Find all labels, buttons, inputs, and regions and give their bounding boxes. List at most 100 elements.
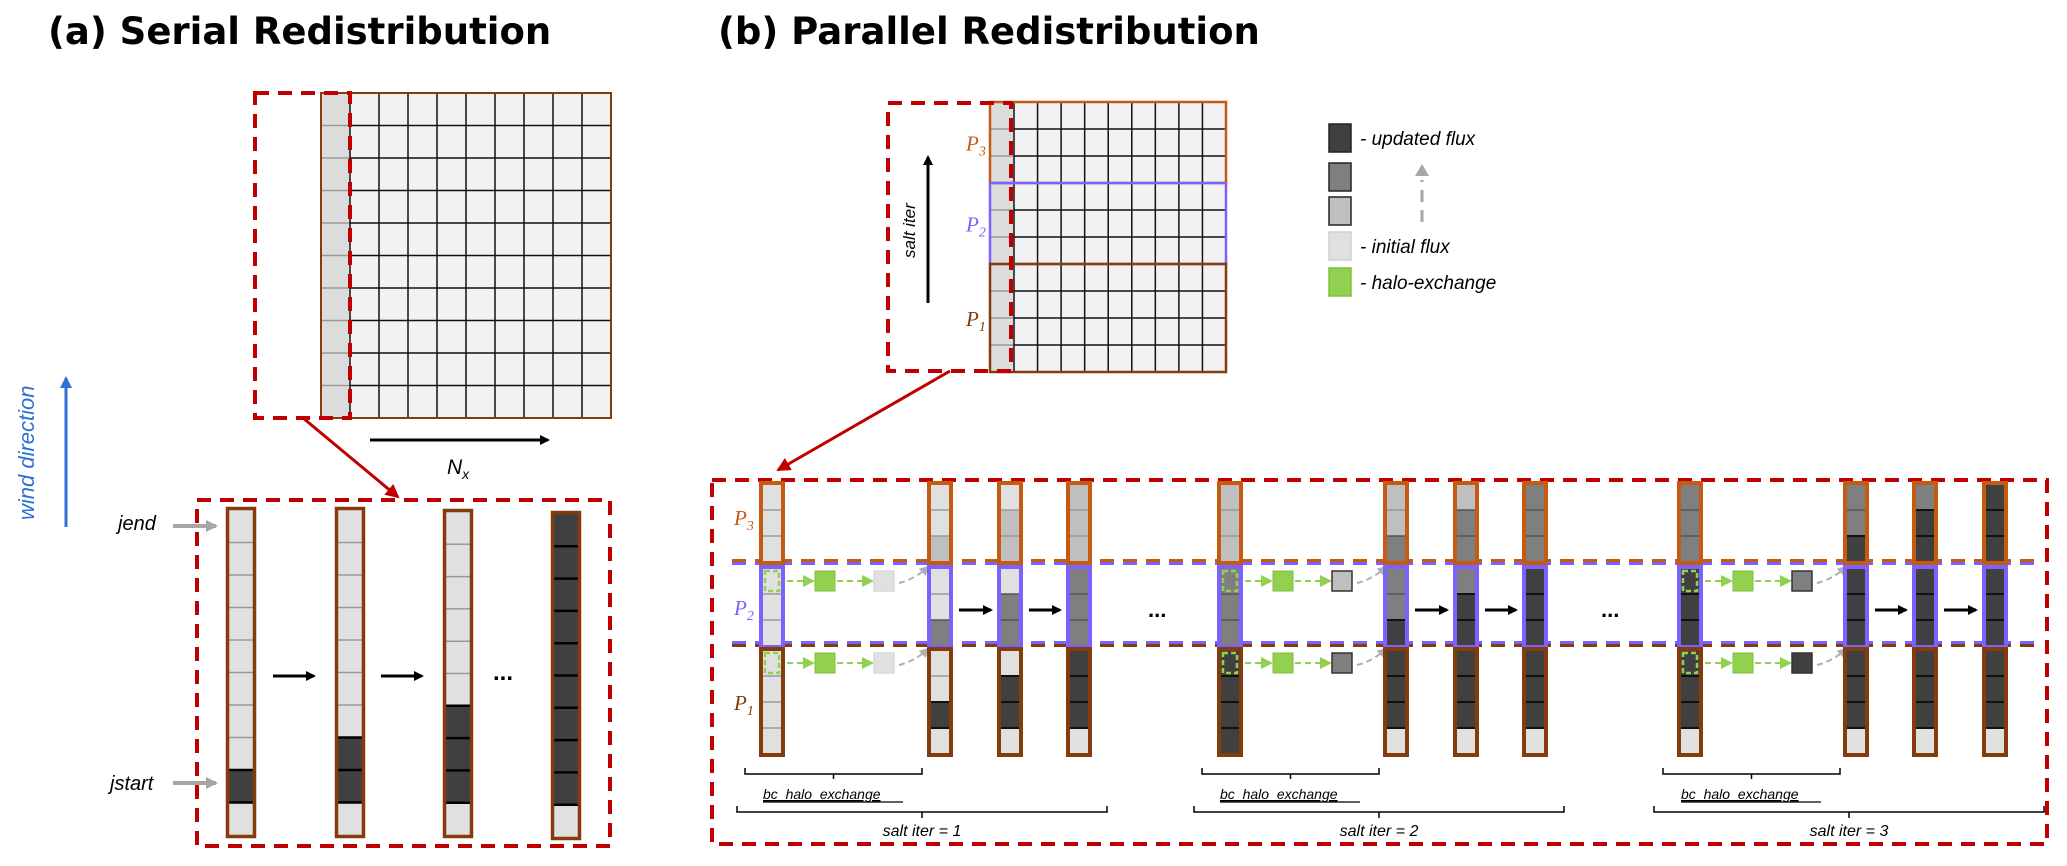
- halo-received-cell: [1331, 570, 1353, 592]
- segment-border-p1: [1912, 647, 1938, 757]
- panel-b-zoom-box: [886, 101, 1013, 373]
- updated-cell: [1525, 676, 1545, 702]
- updated-cell: [1069, 702, 1089, 728]
- halo-exchange-chain: [787, 647, 930, 674]
- updated-cell: [229, 770, 253, 803]
- flux-cell: [1525, 536, 1545, 562]
- flux-cell: [1846, 510, 1866, 536]
- salt-iter-value-label: salt iter = 2: [1340, 823, 1419, 840]
- nx-label: Nx: [447, 456, 470, 482]
- initial-cell: [229, 802, 253, 835]
- legend-label: - initial flux: [1360, 237, 1451, 258]
- segment-border-p3: [997, 481, 1023, 565]
- segment-border-p3: [1677, 481, 1703, 565]
- halo-exchange-cell: [1272, 570, 1294, 592]
- updated-cell: [1846, 620, 1866, 646]
- iteration-ellipsis: ...: [1148, 597, 1166, 622]
- updated-cell: [1915, 594, 1935, 620]
- salt-iter-value-label: salt iter = 3: [1810, 823, 1889, 840]
- updated-cell: [1680, 620, 1700, 646]
- segment-border-p1: [1453, 647, 1479, 757]
- initial-cell: [338, 640, 362, 673]
- updated-cell: [1985, 568, 2005, 594]
- processor-label: P1: [733, 691, 754, 719]
- initial-cell: [338, 542, 362, 575]
- step-column: [1522, 481, 1548, 757]
- legend-swatch: [1328, 231, 1352, 261]
- halo-update-arrow: [1816, 565, 1848, 584]
- updated-cell: [1985, 702, 2005, 728]
- updated-cell: [554, 578, 578, 611]
- halo-cell-outline: [1681, 569, 1699, 593]
- flux-cell: [1000, 594, 1020, 620]
- panel-a-title: (a) Serial Redistribution: [48, 10, 551, 53]
- updated-cell: [1680, 676, 1700, 702]
- flux-cell: [1456, 484, 1476, 510]
- flux-cell: [1069, 728, 1089, 754]
- legend-swatch: [1328, 196, 1352, 226]
- panel-b-detail-box: [710, 478, 2049, 846]
- flux-cell: [930, 568, 950, 594]
- legend-label: - updated flux: [1360, 129, 1477, 150]
- updated-cell: [1915, 702, 1935, 728]
- updated-cell: [1220, 650, 1240, 676]
- flux-cell: [1386, 594, 1406, 620]
- halo-exchange-cell: [814, 570, 836, 592]
- salt-iter-label: salt iter: [900, 202, 919, 258]
- updated-cell: [1220, 676, 1240, 702]
- segment-border-p1: [759, 647, 785, 757]
- step-column: [1383, 481, 1409, 757]
- legend-item: [1328, 196, 1352, 226]
- segment-border-p1: [1383, 647, 1409, 757]
- updated-cell: [338, 737, 362, 770]
- halo-received-cell: [873, 652, 895, 674]
- updated-cell: [554, 675, 578, 708]
- initial-cell: [554, 804, 578, 837]
- segment-border-p1: [1217, 647, 1243, 757]
- updated-cell: [1680, 594, 1700, 620]
- updated-cell: [1525, 650, 1545, 676]
- initial-cell: [446, 673, 470, 706]
- updated-cell: [1915, 510, 1935, 536]
- updated-cell: [554, 772, 578, 805]
- updated-cell: [1456, 650, 1476, 676]
- flux-cell: [1220, 620, 1240, 646]
- halo-exchange-chain: [1245, 647, 1388, 674]
- halo-update-arrow: [898, 565, 930, 584]
- flux-cell: [1000, 484, 1020, 510]
- flux-cell: [1000, 510, 1020, 536]
- flux-cell: [1069, 594, 1089, 620]
- halo-update-arrow: [1816, 647, 1848, 666]
- serial-columns: [225, 506, 582, 841]
- halo-received-cell: [1331, 652, 1353, 674]
- updated-cell: [1525, 620, 1545, 646]
- updated-cell: [1220, 728, 1240, 754]
- bc-halo-brace: [1662, 768, 1841, 779]
- segment-border-p3: [1066, 481, 1092, 565]
- halo-exchange-cell: [1732, 570, 1754, 592]
- updated-cell: [1680, 568, 1700, 594]
- processor-block-p1: [988, 262, 1228, 374]
- halo-cell-outline: [1681, 651, 1699, 675]
- updated-cell: [554, 514, 578, 547]
- flux-cell: [1456, 728, 1476, 754]
- flux-cell: [930, 650, 950, 676]
- flux-cell: [1386, 536, 1406, 562]
- flux-cell: [762, 650, 782, 676]
- panel-b-zoom-arrow: [776, 369, 951, 472]
- flux-cell: [1985, 728, 2005, 754]
- flux-cell: [1220, 594, 1240, 620]
- legend-swatch: [1328, 123, 1352, 153]
- updated-cell: [1846, 594, 1866, 620]
- updated-cell: [1680, 650, 1700, 676]
- panel-b-title: (b) Parallel Redistribution: [718, 10, 1260, 53]
- updated-cell: [1386, 650, 1406, 676]
- updated-cell: [446, 705, 470, 739]
- flux-cell: [1525, 728, 1545, 754]
- serial-ellipsis: ...: [493, 659, 513, 686]
- bc-halo-exchange-label: bc_halo_exchange: [1681, 786, 1799, 802]
- updated-cell: [1985, 594, 2005, 620]
